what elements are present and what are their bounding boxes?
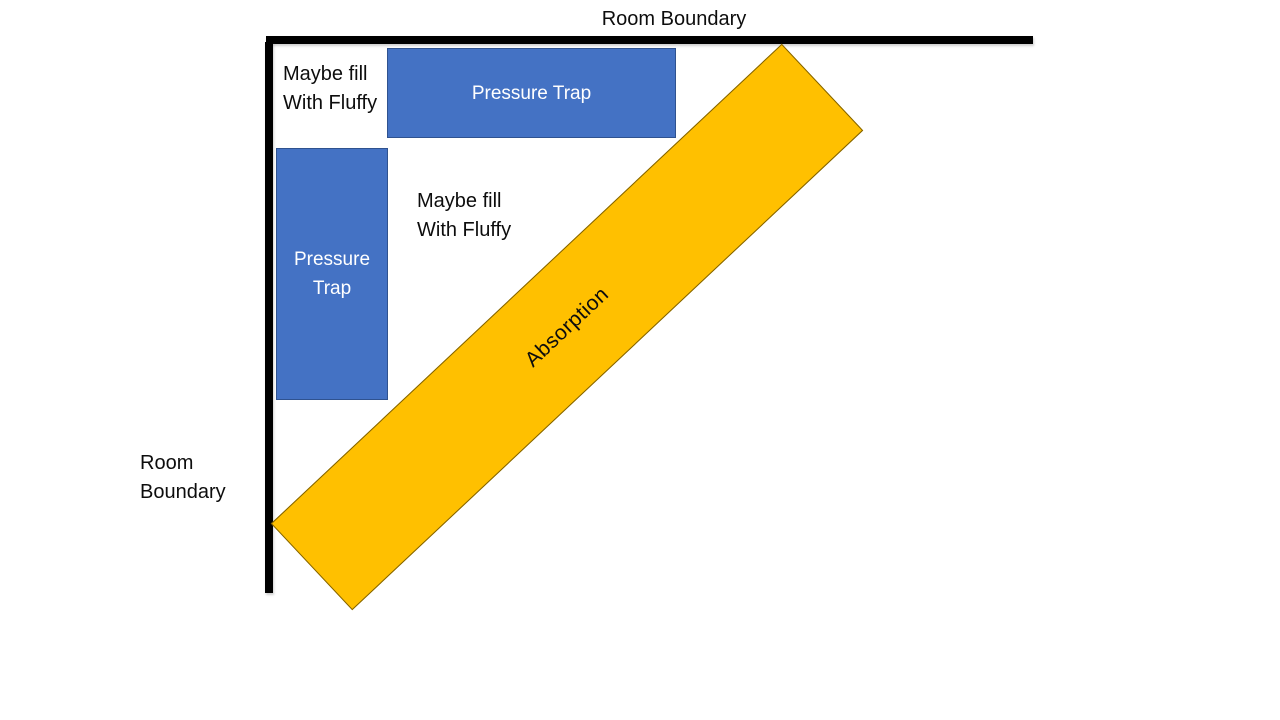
pressure-trap-vertical-label: Pressure Trap bbox=[293, 249, 371, 299]
room-boundary-label-top: Room Boundary bbox=[601, 8, 747, 30]
room-boundary-label-left-line1: Room bbox=[140, 452, 194, 474]
room-boundary-label-left-line2: Boundary bbox=[140, 481, 226, 503]
room-boundary-label-left: Room Boundary bbox=[140, 449, 226, 507]
fluffy-note-top: Maybe fill With Fluffy bbox=[283, 60, 377, 118]
fluffy-note-middle-line1: Maybe fill bbox=[417, 190, 502, 212]
fluffy-note-top-line2: With Fluffy bbox=[283, 92, 378, 114]
fluffy-note-middle-line2: With Fluffy bbox=[417, 219, 512, 241]
pressure-trap-vertical-shape: Pressure Trap bbox=[276, 148, 388, 400]
room-boundary-line-left bbox=[265, 42, 273, 593]
fluffy-note-top-line1: Maybe fill bbox=[283, 63, 368, 85]
absorption-band-label: Absorption bbox=[520, 282, 613, 372]
pressure-trap-horizontal-label: Pressure Trap bbox=[471, 82, 592, 104]
pressure-trap-horizontal-shape: Pressure Trap bbox=[387, 48, 676, 138]
fluffy-note-middle: Maybe fill With Fluffy bbox=[417, 187, 511, 245]
room-boundary-line-top bbox=[266, 36, 1033, 44]
